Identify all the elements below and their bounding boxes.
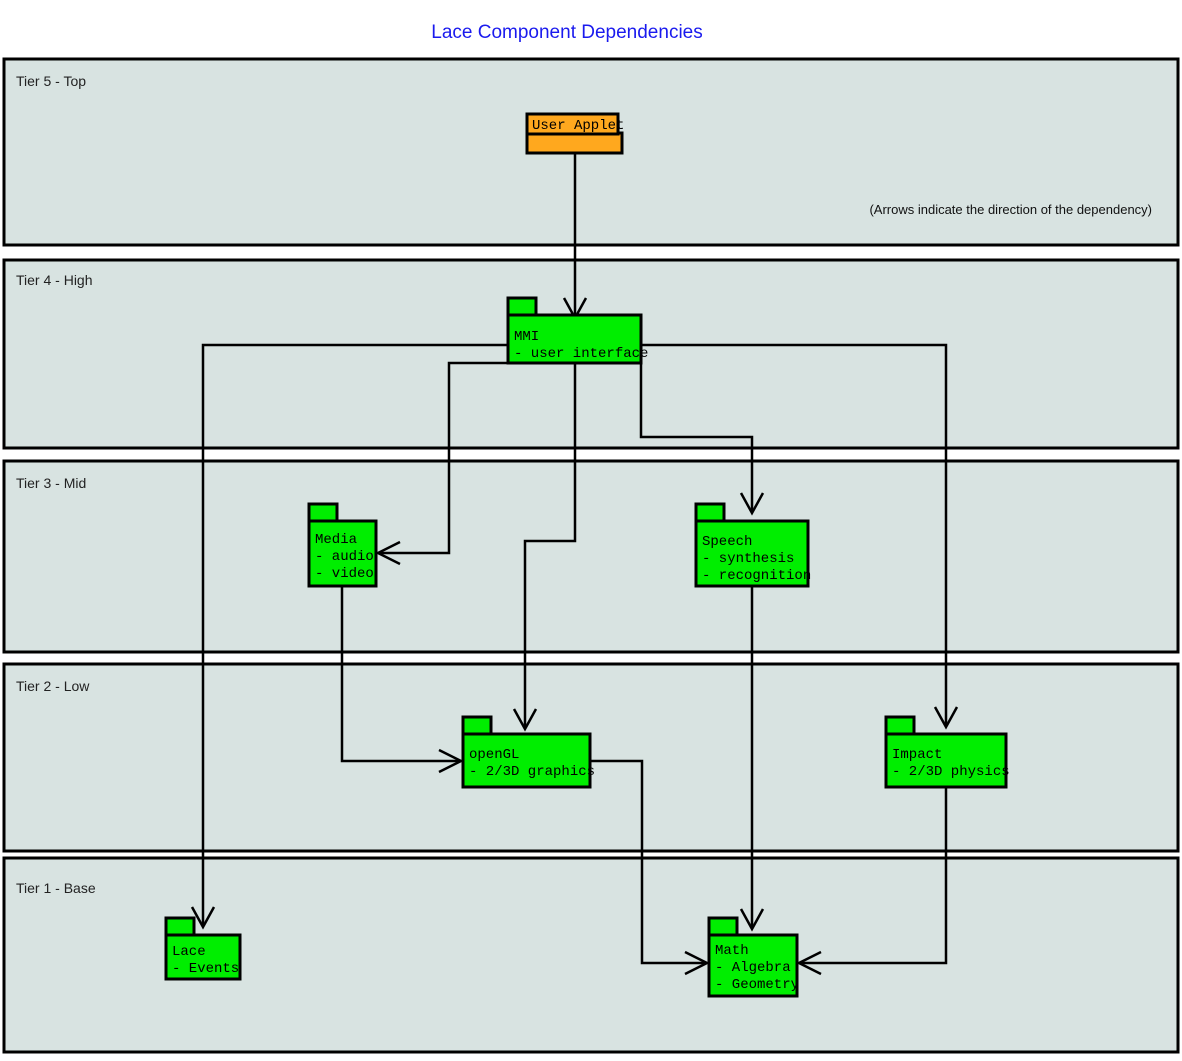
package-user-applet-tab: [525, 112, 620, 136]
package-user-applet-body: [525, 131, 624, 155]
package-speech-item-1: - recognition: [702, 568, 811, 584]
package-lace[interactable]: Lace - Events: [164, 916, 242, 981]
package-lace-tab: [164, 916, 196, 937]
package-impact-tab: [884, 715, 916, 736]
package-math-name: Math: [715, 943, 749, 959]
package-lace-item-0: - Events: [172, 961, 239, 977]
package-speech-tab: [694, 502, 726, 523]
dependency-opengl-to-math: [590, 759, 710, 976]
package-impact-body: [884, 732, 1008, 789]
package-mmi-body: [506, 313, 643, 365]
tier-label-high: Tier 4 - High: [16, 272, 93, 288]
package-mmi-name: MMI: [514, 329, 539, 345]
package-mmi[interactable]: MMI - user interface: [506, 296, 648, 365]
dependency-mmi-to-speech: [639, 363, 765, 516]
package-mmi-item-0: - user interface: [514, 346, 648, 362]
package-opengl-tab: [461, 715, 493, 736]
package-speech-item-0: - synthesis: [702, 551, 794, 567]
tier-label-top: Tier 5 - Top: [16, 73, 86, 89]
package-math-item-0: - Algebra: [715, 960, 791, 976]
tier-group-mid: Tier 3 - Mid: [2, 459, 1180, 654]
package-speech[interactable]: Speech - synthesis - recognition: [694, 502, 811, 588]
package-media-item-0: - audio: [315, 549, 374, 565]
package-media[interactable]: Media - audio - video: [307, 502, 378, 588]
tier-rect-mid: [2, 459, 1180, 654]
package-lace-name: Lace: [172, 944, 206, 960]
package-impact[interactable]: Impact - 2/3D physics: [884, 715, 1010, 789]
package-media-tab: [307, 502, 339, 523]
dependency-mmi-to-opengl: [512, 363, 577, 732]
package-opengl-name: openGL: [469, 747, 519, 763]
package-math-body: [707, 933, 799, 998]
dependency-mmi-to-impact: [641, 343, 959, 730]
package-media-body: [307, 519, 378, 588]
package-math[interactable]: Math - Algebra - Geometry: [707, 916, 799, 998]
dependency-speech-to-math: [739, 586, 765, 932]
dependency-media-to-opengl: [340, 586, 464, 774]
package-media-item-1: - video: [315, 566, 374, 582]
tier-label-mid: Tier 3 - Mid: [16, 475, 86, 491]
package-mmi-tab: [506, 296, 538, 317]
arrow-direction-note: (Arrows indicate the direction of the de…: [869, 202, 1152, 217]
package-math-tab: [707, 916, 739, 937]
tier-label-base: Tier 1 - Base: [16, 880, 96, 896]
package-speech-body: [694, 519, 810, 588]
package-opengl-item-0: - 2/3D graphics: [469, 764, 595, 780]
package-speech-name: Speech: [702, 534, 752, 550]
package-user-applet-name: User Applet: [532, 118, 624, 134]
package-impact-name: Impact: [892, 747, 942, 763]
package-impact-item-0: - 2/3D physics: [892, 764, 1010, 780]
package-lace-body: [164, 933, 242, 981]
dependency-mmi-to-lace: [190, 343, 508, 930]
package-math-item-1: - Geometry: [715, 977, 799, 993]
package-user-applet[interactable]: User Applet: [525, 112, 624, 155]
package-opengl-body: [461, 732, 592, 789]
package-media-name: Media: [315, 532, 357, 548]
tier-label-low: Tier 2 - Low: [16, 678, 90, 694]
page-title: Lace Component Dependencies: [431, 22, 702, 43]
dependency-mmi-to-media: [375, 361, 508, 566]
package-opengl[interactable]: openGL - 2/3D graphics: [461, 715, 595, 789]
dependency-impact-to-math: [796, 787, 948, 976]
